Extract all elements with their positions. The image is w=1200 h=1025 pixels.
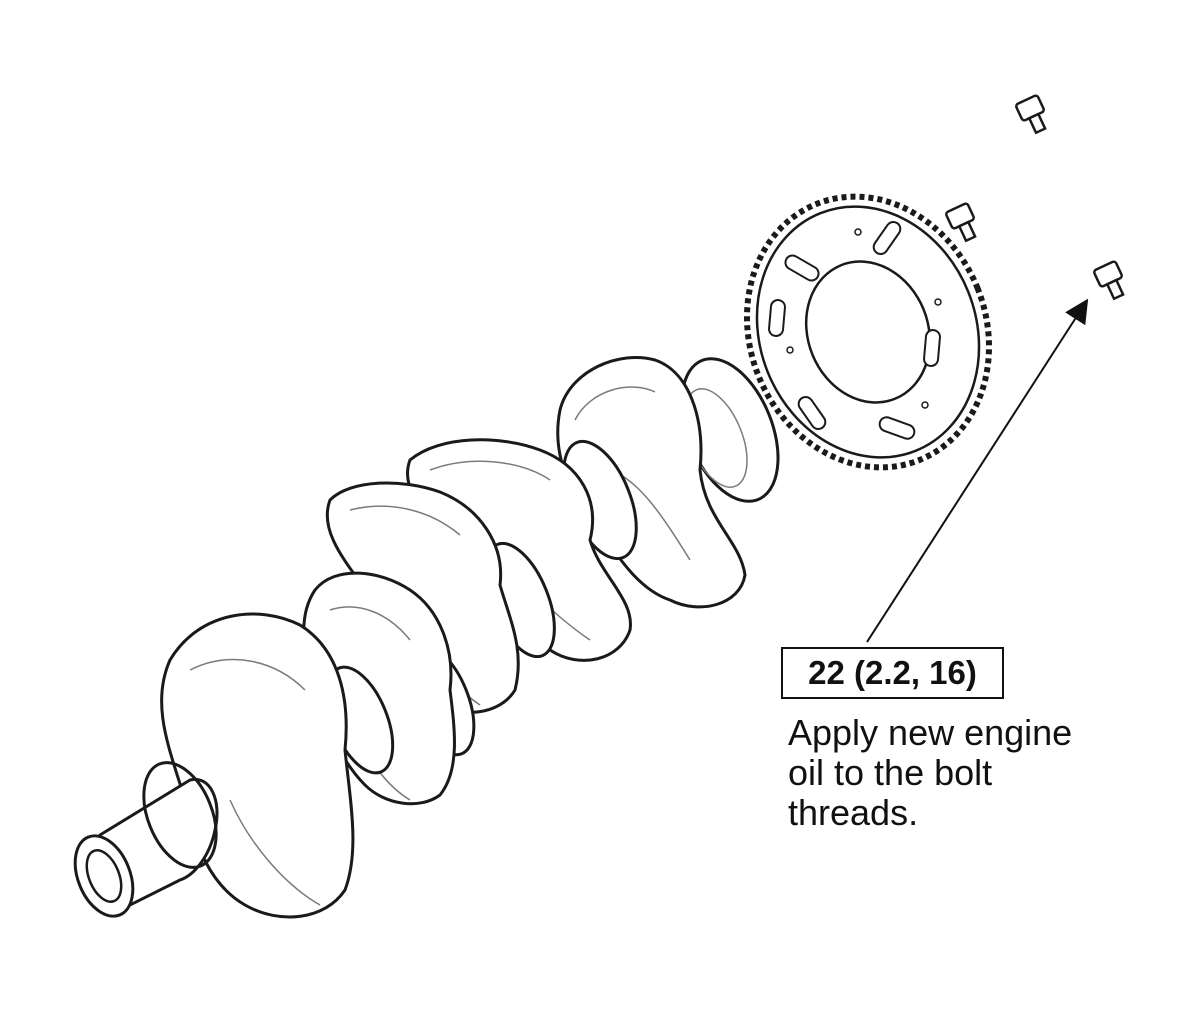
crankshaft-icon (73, 355, 780, 919)
assembly-note: Apply new engine oil to the bolt threads… (788, 713, 1168, 833)
leader-arrow (866, 298, 1089, 643)
sprocket-icon (743, 193, 993, 471)
note-line-1: Apply new engine (788, 712, 1073, 753)
torque-spec-text: 22 (2.2, 16) (808, 654, 977, 691)
torque-spec-callout: 22 (2.2, 16) (781, 647, 1004, 699)
bolt-icon (945, 94, 1125, 301)
note-line-2: oil to the bolt (788, 752, 993, 793)
note-line-3: threads. (788, 792, 919, 833)
